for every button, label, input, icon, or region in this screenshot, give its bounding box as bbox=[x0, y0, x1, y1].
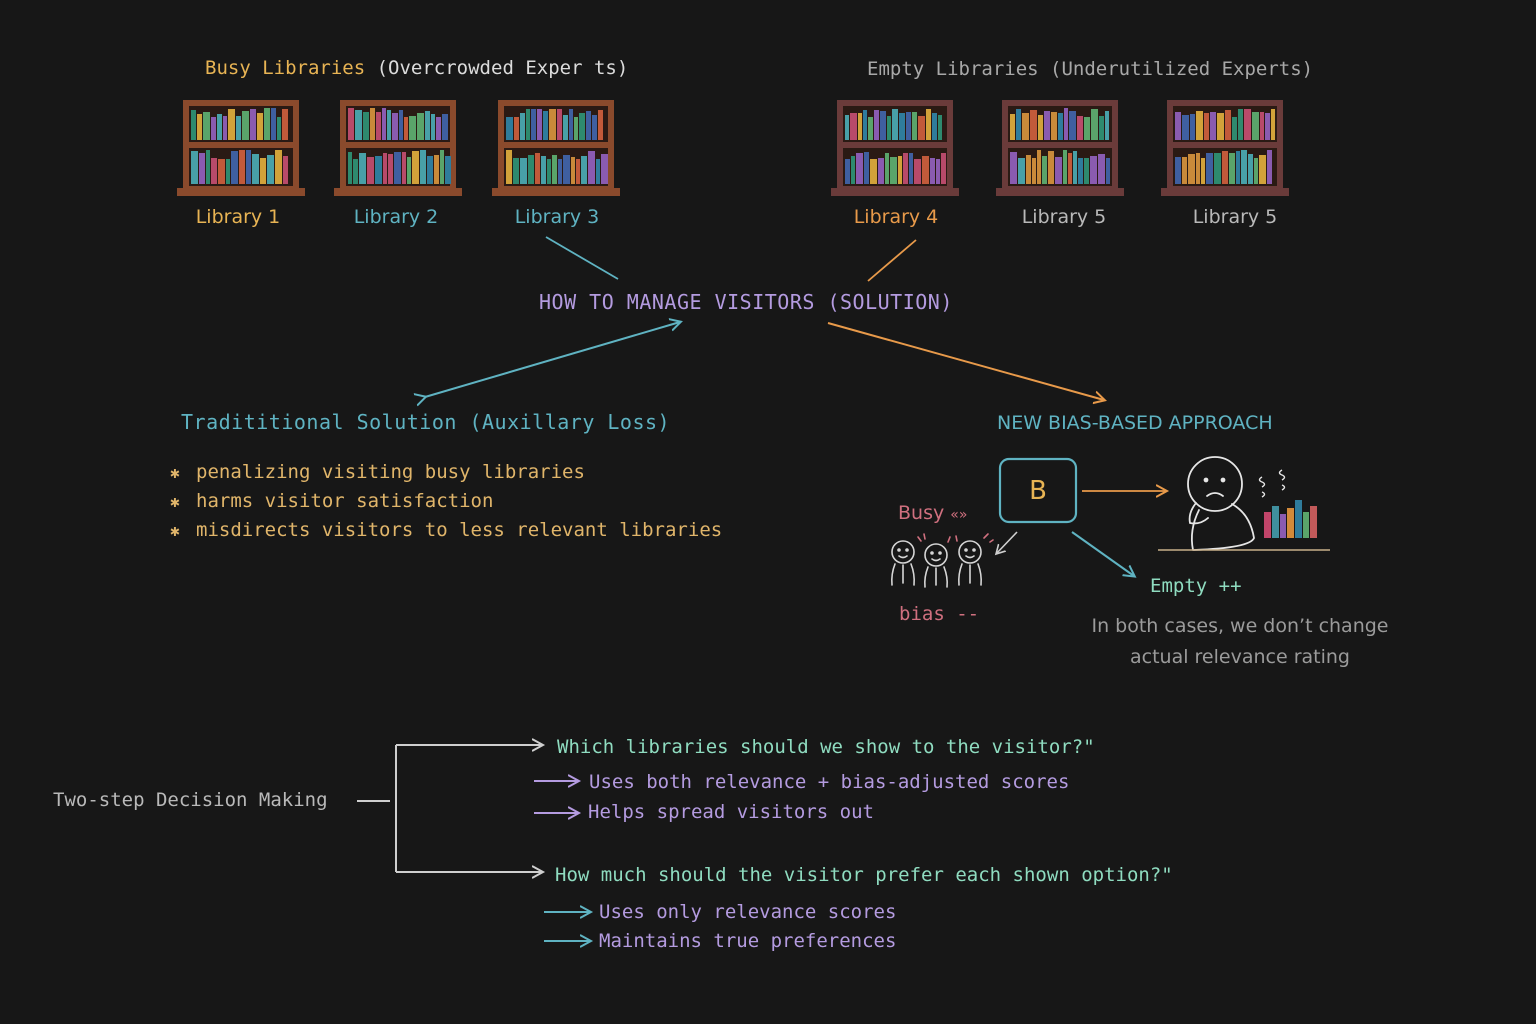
empty-libraries-title: Empty Libraries (Underutilized Experts) bbox=[867, 58, 1314, 80]
relevance-note: In both cases, we don’t change actual re… bbox=[1091, 615, 1389, 668]
bullet-item: ✱misdirects visitors to less relevant li… bbox=[170, 516, 722, 545]
traditional-bullets: ✱penalizing visiting busy libraries ✱har… bbox=[170, 458, 722, 545]
bookshelf-icon bbox=[996, 100, 1124, 196]
step2-point-2: Maintains true preferences bbox=[599, 930, 897, 952]
step2-question: How much should the visitor prefer each … bbox=[555, 864, 1173, 886]
busy-label: Busy «» bbox=[898, 502, 968, 524]
small-books-icon bbox=[1264, 500, 1317, 538]
bookshelf-icon bbox=[334, 100, 462, 196]
bullet-star-icon: ✱ bbox=[170, 521, 180, 540]
busy-libraries-title: Busy Libraries (Overcrowded Exper ts) bbox=[205, 57, 628, 79]
crowd-icon bbox=[891, 540, 982, 588]
arrow-center-bias bbox=[827, 322, 1104, 400]
bullet-item: ✱harms visitor satisfaction bbox=[170, 487, 722, 516]
traditional-heading: Tradititional Solution (Auxillary Loss) bbox=[181, 410, 671, 434]
bookshelf-icon bbox=[177, 100, 305, 196]
crowd-stress-marks bbox=[917, 533, 994, 543]
library-label-3: Library 3 bbox=[514, 206, 600, 228]
line-busy-to-center bbox=[545, 236, 619, 280]
sigh-icon bbox=[1258, 469, 1286, 498]
library-label-4: Library 4 bbox=[853, 206, 939, 228]
center-title: HOW TO MANAGE VISITORS (SOLUTION) bbox=[539, 290, 953, 314]
library-label-5a: Library 5 bbox=[1021, 206, 1107, 228]
step1-question: Which libraries should we show to the vi… bbox=[557, 736, 1095, 758]
arrow-center-traditional bbox=[425, 322, 680, 397]
bias-box bbox=[998, 457, 1078, 524]
library-label-5b: Library 5 bbox=[1192, 206, 1278, 228]
step1-point-1: Uses both relevance + bias-adjusted scor… bbox=[589, 771, 1070, 793]
line-empty-to-center bbox=[867, 239, 917, 282]
bookshelf-icon bbox=[831, 100, 959, 196]
step2-point-1: Uses only relevance scores bbox=[599, 901, 897, 923]
step1-point-2: Helps spread visitors out bbox=[588, 801, 874, 823]
arrow-bias-to-crowd bbox=[996, 531, 1018, 554]
bullet-star-icon: ✱ bbox=[170, 492, 180, 511]
sad-reader-icon bbox=[1187, 456, 1255, 551]
library-label-2: Library 2 bbox=[353, 206, 439, 228]
busy-title-rest: (Overcrowded Exper ts) bbox=[376, 57, 629, 79]
bias-approach-heading: NEW BIAS-BASED APPROACH bbox=[997, 412, 1273, 434]
bookshelf-icon bbox=[492, 100, 620, 196]
bias-box-label: B bbox=[1029, 476, 1047, 506]
busy-title-highlight: Busy Libraries bbox=[205, 57, 366, 79]
bias-minus-label: bias -- bbox=[899, 603, 980, 625]
bullet-item: ✱penalizing visiting busy libraries bbox=[170, 458, 722, 487]
decision-label: Two-step Decision Making bbox=[53, 789, 328, 811]
busy-stress-mark: «» bbox=[950, 507, 968, 523]
bookshelf-icon bbox=[1161, 100, 1289, 196]
bullet-star-icon: ✱ bbox=[170, 463, 180, 482]
library-label-1: Library 1 bbox=[195, 206, 281, 228]
arrow-bias-to-empty bbox=[1071, 531, 1134, 576]
empty-plus-label: Empty ++ bbox=[1150, 575, 1242, 597]
